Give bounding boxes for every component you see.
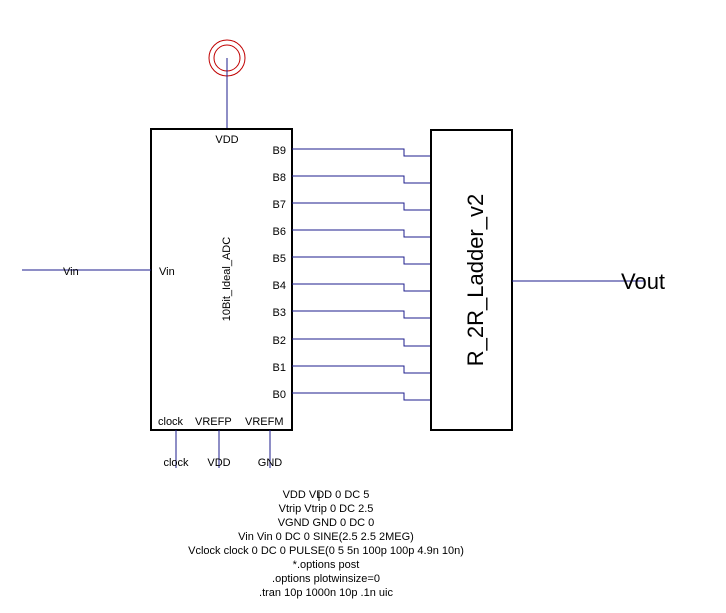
adc-pin-b1: B1	[273, 362, 286, 374]
bit-wire-b1[interactable]	[292, 365, 431, 374]
vin-net-label: Vin	[63, 266, 79, 278]
spice-line: Vclock clock 0 DC 0 PULSE(0 5 5n 100p 10…	[188, 545, 464, 557]
adc-pin-b6: B6	[273, 226, 286, 238]
bit-wire-b5[interactable]	[292, 256, 431, 265]
adc-pin-vin: Vin	[159, 266, 175, 278]
bit-wire-b0[interactable]	[292, 392, 431, 401]
adc-name: 10Bit_Ideal_ADC	[221, 237, 233, 321]
adc-pin-b8: B8	[273, 172, 286, 184]
r2r-ladder-block[interactable]	[430, 129, 513, 431]
bit-bus-wires[interactable]	[292, 148, 431, 401]
vout-net-label: Vout	[621, 269, 665, 294]
bit-wire-b4[interactable]	[292, 283, 431, 292]
spice-line: Vtrip Vtrip 0 DC 2.5	[279, 503, 374, 515]
gnd-net-label: GND	[258, 457, 283, 469]
adc-pin-vdd: VDD	[215, 134, 238, 146]
bit-wire-b3[interactable]	[292, 310, 431, 319]
vdd-net-label: VDD	[207, 457, 230, 469]
adc-bit-labels: B9 B8 B7 B6 B5 B4 B3 B2 B1 B0	[273, 145, 286, 401]
adc-pin-b0: B0	[273, 389, 286, 401]
adc-pin-b2: B2	[273, 335, 286, 347]
adc-pin-b9: B9	[273, 145, 286, 157]
adc-pin-b7: B7	[273, 199, 286, 211]
spice-line: VDD VDD 0 DC 5	[283, 489, 370, 501]
bit-wire-b9[interactable]	[292, 148, 431, 157]
spice-line: VGND GND 0 DC 0	[278, 517, 375, 529]
spice-line: Vin Vin 0 DC 0 SINE(2.5 2.5 2MEG)	[238, 531, 414, 543]
adc-pin-b4: B4	[273, 280, 286, 292]
bit-wire-b2[interactable]	[292, 338, 431, 347]
bit-wire-b7[interactable]	[292, 202, 431, 211]
adc-block[interactable]	[150, 128, 293, 431]
r2r-ladder-name: R_2R_Ladder_v2	[463, 194, 488, 366]
clock-net-label: clock	[163, 457, 189, 469]
spice-line: .tran 10p 1000n 10p .1n uic	[259, 587, 393, 599]
adc-pin-b5: B5	[273, 253, 286, 265]
bit-wire-b8[interactable]	[292, 175, 431, 184]
adc-pin-clock: clock	[158, 416, 184, 428]
adc-pin-b3: B3	[273, 307, 286, 319]
bit-wire-b6[interactable]	[292, 229, 431, 238]
adc-pin-vrefp: VREFP	[195, 416, 232, 428]
spice-line: .options plotwinsize=0	[272, 573, 380, 585]
spice-directives: VDD VDD 0 DC 5 Vtrip Vtrip 0 DC 2.5 VGND…	[188, 489, 464, 599]
spice-line: *.options post	[293, 559, 360, 571]
adc-pin-vrefm: VREFM	[245, 416, 284, 428]
